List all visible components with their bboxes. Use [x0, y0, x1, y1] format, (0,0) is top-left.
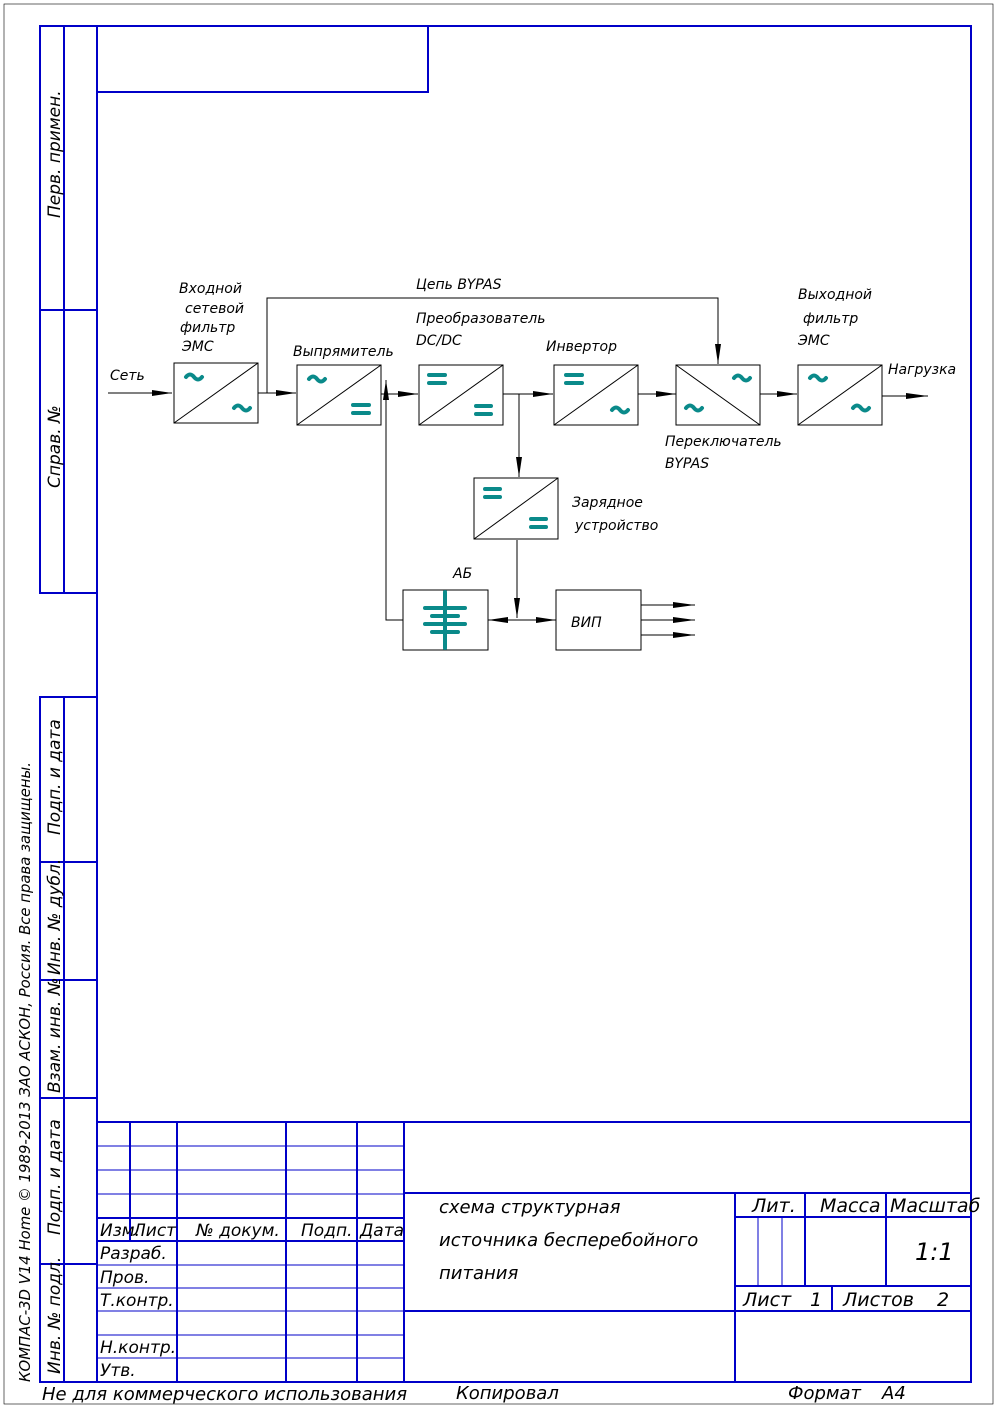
rectifier-block — [296, 364, 382, 426]
inverter-block — [553, 364, 639, 426]
rectifier-label: Выпрямитель — [293, 344, 394, 360]
battery-label: АБ — [452, 566, 472, 582]
sheet-border — [3, 3, 994, 1405]
dcdc-label-2: DC/DC — [416, 333, 462, 349]
col-izm: Изм. — [100, 1221, 140, 1241]
input-filter-label-1: Входной — [179, 281, 242, 297]
output-label: Нагрузка — [888, 362, 956, 378]
perv-primen-label: Перв. примен. — [45, 90, 65, 218]
podp-data-label-1: Подп. и дата — [45, 719, 65, 835]
role-nkontr: Н.контр. — [100, 1338, 176, 1358]
scale-value: 1:1 — [915, 1238, 954, 1266]
podp-data-label-2: Подп. и дата — [45, 1119, 65, 1235]
input-emc-filter-block — [173, 362, 259, 424]
main-frame — [96, 25, 972, 1383]
sheet-value: 1 — [810, 1289, 822, 1311]
left-upper-stamp — [39, 25, 98, 594]
role-tkontr: Т.контр. — [100, 1291, 174, 1311]
not-commercial-text: Не для коммерческого использования — [42, 1384, 407, 1405]
inv-no-podl-label: Инв. № подл. — [45, 1257, 65, 1374]
format-label: Формат — [788, 1383, 862, 1404]
bypass-switch-label-1: Переключатель — [665, 434, 782, 450]
sheets-value: 2 — [937, 1289, 949, 1311]
col-doc-no: № докум. — [195, 1221, 280, 1241]
vip-block — [555, 589, 642, 651]
masshtab-label: Масштаб — [890, 1195, 981, 1217]
output-filter-label-3: ЭМС — [797, 333, 830, 349]
bypass-switch-block — [675, 364, 761, 426]
doc-title-line-3: питания — [439, 1263, 518, 1284]
left-lower-stamp — [39, 696, 98, 1383]
battery-block — [402, 589, 489, 651]
vzam-inv-no-label: Взам. инв. № — [45, 978, 65, 1093]
input-filter-label-2: сетевой — [185, 301, 244, 317]
output-filter-label-2: фильтр — [803, 311, 858, 327]
dcdc-label-1: Преобразователь — [416, 311, 546, 327]
sheet-label: Лист — [742, 1289, 792, 1311]
output-filter-label-1: Выходной — [798, 287, 872, 303]
doc-title-line-1: схема структурная — [439, 1197, 621, 1218]
doc-title-line-2: источника бесперебойного — [439, 1230, 698, 1251]
role-razrab: Разраб. — [100, 1244, 167, 1264]
col-podp: Подп. — [301, 1221, 352, 1241]
copied-text: Копировал — [456, 1383, 559, 1404]
top-left-stamp — [96, 25, 429, 93]
bypass-label: Цепь BYPAS — [416, 277, 502, 293]
bypass-switch-label-2: BYPAS — [665, 456, 709, 472]
block-diagram: Сеть Нагрузка Цепь BYPAS Входной сетевой… — [108, 277, 956, 651]
role-utv: Утв. — [100, 1361, 136, 1381]
lit-label: Лит. — [751, 1195, 796, 1217]
input-label: Сеть — [110, 368, 145, 384]
title-block-grid — [97, 1121, 971, 1382]
output-emc-filter-block — [797, 364, 883, 426]
format-value: А4 — [881, 1383, 906, 1404]
sheets-label: Листов — [842, 1289, 914, 1311]
inv-no-dubl-label: Инв. № дубл. — [45, 859, 65, 975]
sprav-no-label: Справ. № — [45, 405, 65, 488]
massa-label: Масса — [820, 1195, 881, 1217]
input-filter-label-3: фильтр — [180, 320, 235, 336]
vip-label: ВИП — [571, 615, 602, 631]
charger-label-2: устройство — [574, 518, 658, 534]
role-prov: Пров. — [100, 1268, 149, 1288]
charger-label-1: Зарядное — [572, 495, 643, 511]
col-list: Лист — [132, 1221, 177, 1241]
dcdc-converter-block — [418, 364, 504, 426]
charger-block — [473, 477, 559, 540]
col-data: Дата — [359, 1221, 404, 1241]
input-filter-label-4: ЭМС — [181, 339, 214, 355]
copyright-text: КОМПАС-3D V14 Home © 1989-2013 ЗАО АСКОН… — [16, 762, 34, 1382]
inverter-label: Инвертор — [546, 339, 617, 355]
